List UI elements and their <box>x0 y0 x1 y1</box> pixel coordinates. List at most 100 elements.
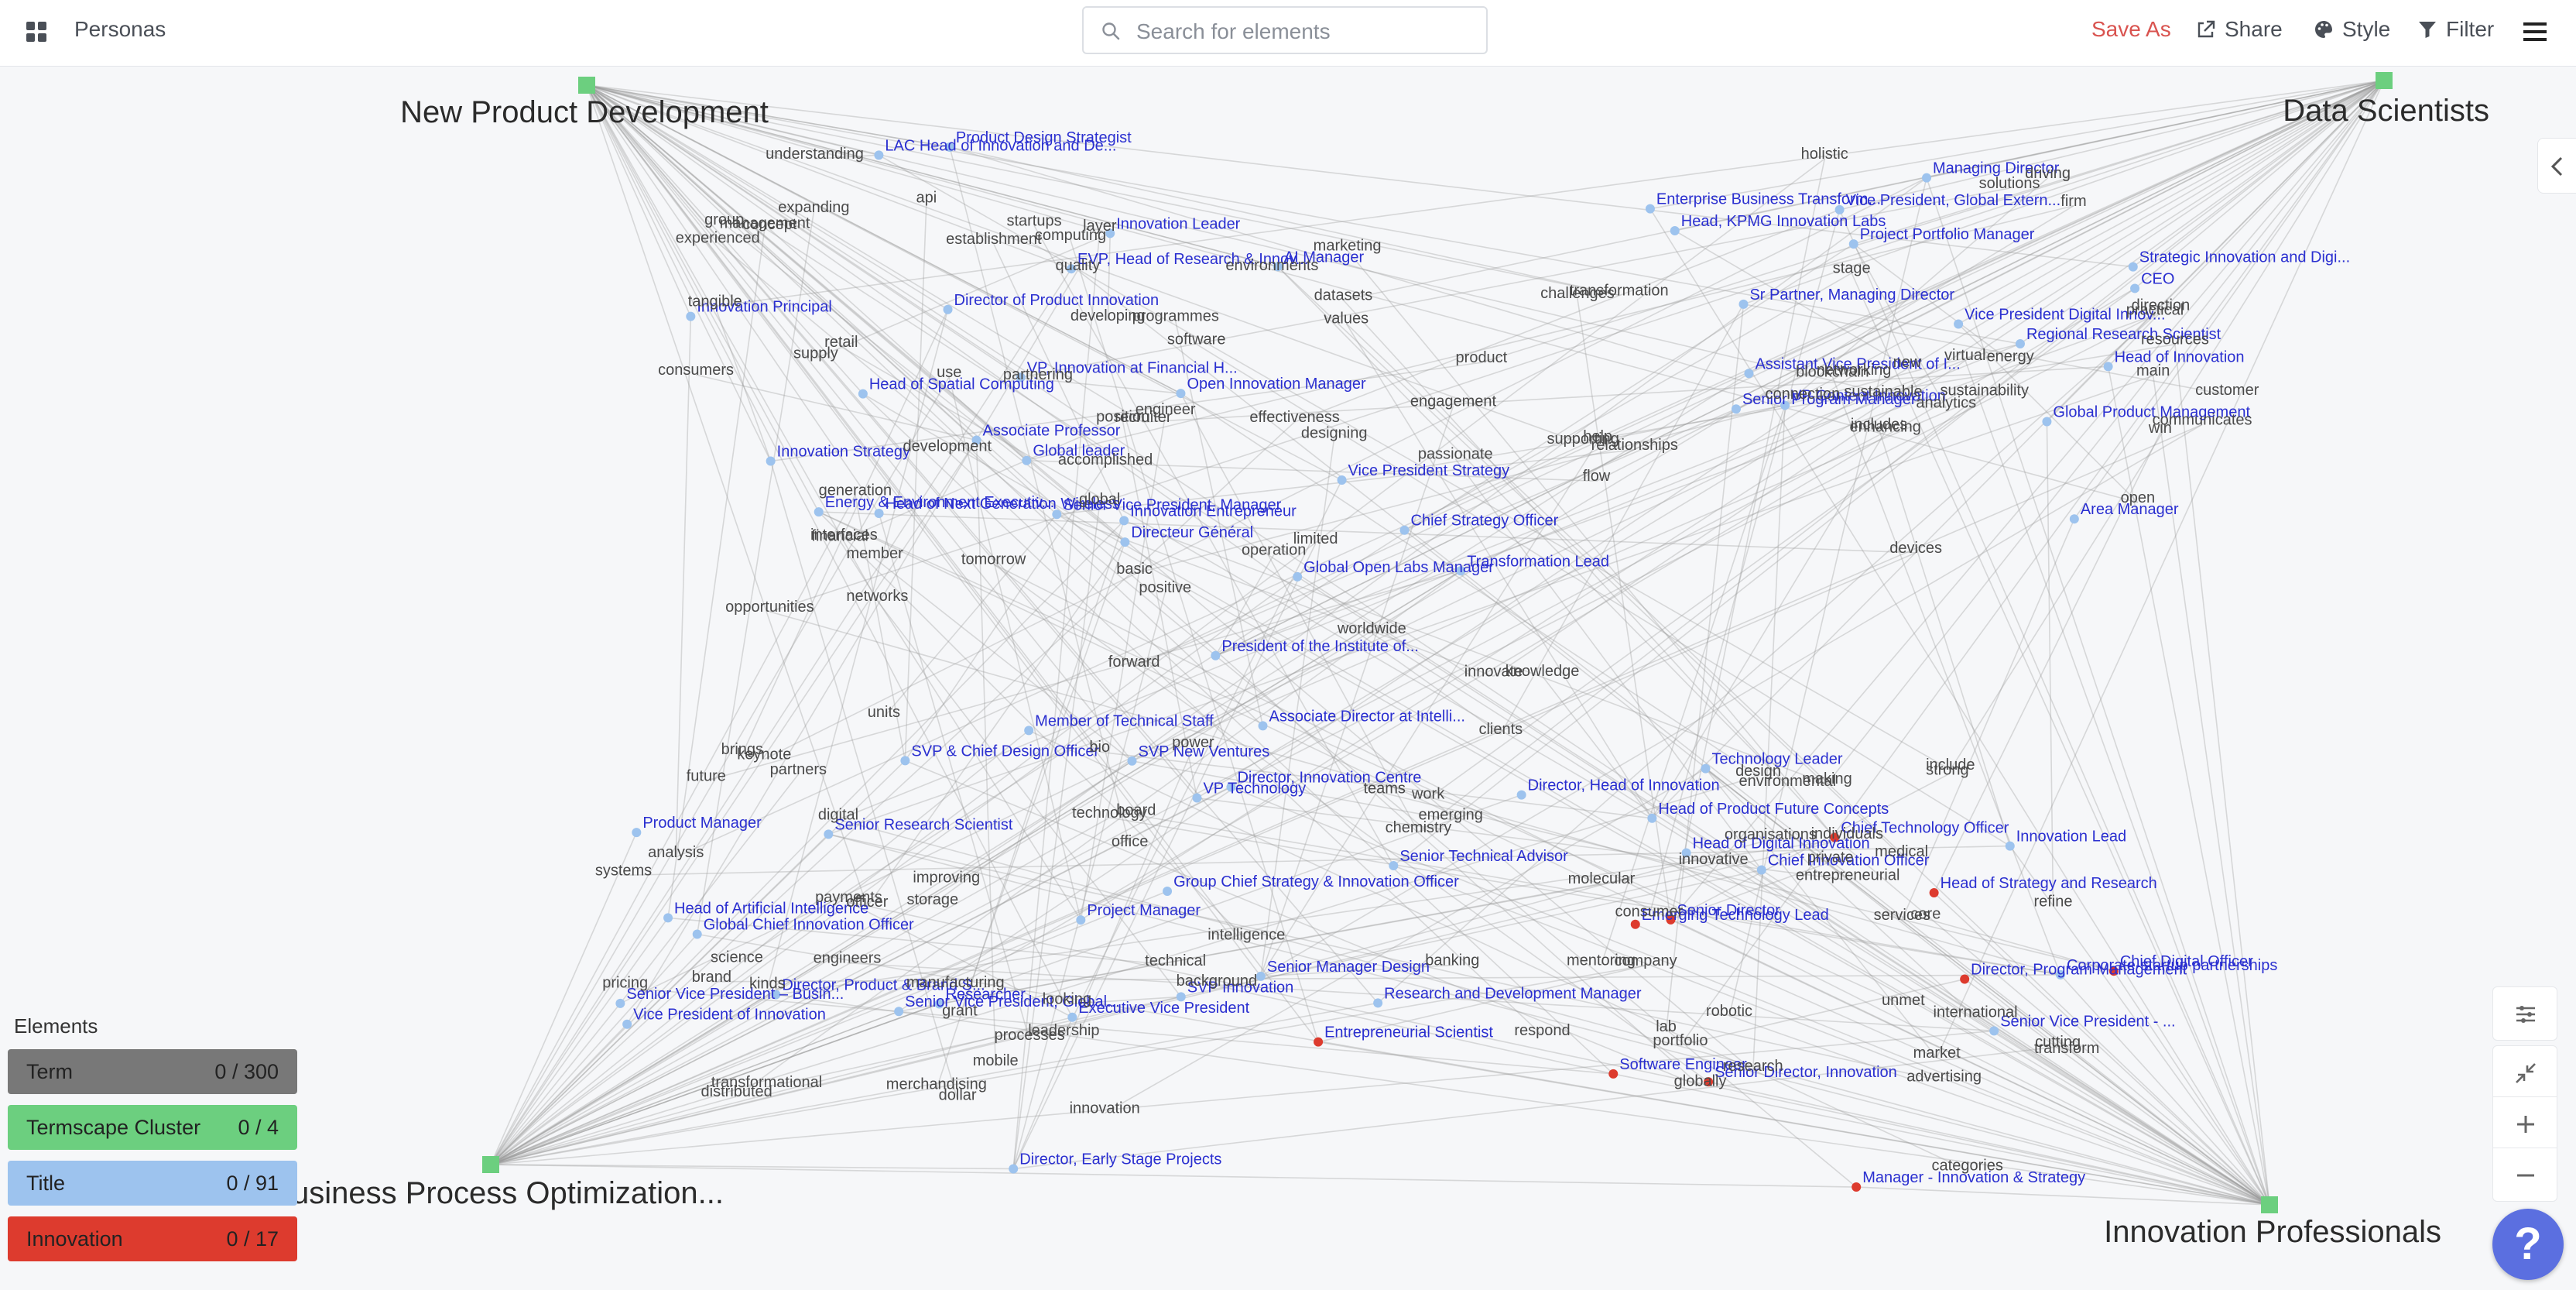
term-label[interactable]: engineers <box>814 950 882 967</box>
term-label[interactable]: solutions <box>1979 175 2040 192</box>
term-label[interactable]: partners <box>770 761 827 778</box>
title-label[interactable]: Senior Research Scientist <box>834 816 1013 833</box>
title-node[interactable] <box>824 829 834 839</box>
title-label[interactable]: Senior Vice President, Global... <box>905 993 1120 1010</box>
innovation-node[interactable] <box>1630 919 1640 929</box>
style-button[interactable]: Style <box>2313 17 2390 42</box>
cluster-label[interactable]: Innovation Professionals <box>2104 1215 2441 1249</box>
term-label[interactable]: looking <box>1043 991 1091 1008</box>
title-label[interactable]: EVP, Head of Research & Innov... <box>1077 251 1308 268</box>
term-label[interactable]: international <box>1934 1004 2018 1021</box>
title-label[interactable]: Strategic Innovation and Digi... <box>2139 249 2350 266</box>
term-label[interactable]: knowledge <box>1506 663 1580 680</box>
title-label[interactable]: Managing Director <box>1933 160 2060 177</box>
term-label[interactable]: cutting <box>2035 1034 2081 1051</box>
term-label[interactable]: financial <box>811 527 868 544</box>
term-label[interactable]: tangible <box>688 293 742 310</box>
search-input[interactable] <box>1135 15 1478 48</box>
title-node[interactable] <box>2069 514 2079 524</box>
title-label[interactable]: Global Product Management <box>2053 403 2250 420</box>
title-label[interactable]: Innovation Principal <box>697 299 832 316</box>
term-label[interactable]: programmes <box>1132 308 1219 325</box>
title-node[interactable] <box>934 999 944 1009</box>
term-label[interactable]: entrepreneurial <box>1796 866 1900 883</box>
title-label[interactable]: Software Engineer <box>1619 1056 1747 1073</box>
term-label[interactable]: marketing <box>1314 237 1382 254</box>
cluster-node[interactable] <box>2376 72 2393 89</box>
term-label[interactable]: kinds <box>749 976 786 993</box>
term-label[interactable]: customer <box>2195 382 2259 399</box>
title-node[interactable] <box>1954 319 1964 329</box>
term-label[interactable]: software <box>1167 331 1226 348</box>
term-label[interactable]: concept <box>742 216 796 233</box>
term-label[interactable]: banking <box>1425 952 1479 969</box>
term-label[interactable]: development <box>903 437 992 455</box>
title-node[interactable] <box>615 998 625 1008</box>
term-label[interactable]: power <box>1172 734 1214 751</box>
title-label[interactable]: Enterprise Business Transform... <box>1656 191 1881 208</box>
term-label[interactable]: computing <box>1035 227 1106 244</box>
title-label[interactable]: Head of Artificial Intelligence <box>674 900 868 917</box>
title-label[interactable]: Senior Manager Design <box>1267 959 1430 976</box>
title-node[interactable] <box>1922 173 1932 183</box>
term-label[interactable]: sustainable <box>1844 383 1922 400</box>
term-label[interactable]: quality <box>1055 257 1100 274</box>
term-label[interactable]: emerging <box>1419 806 1483 823</box>
term-label[interactable]: core <box>1910 906 1941 923</box>
term-label[interactable]: virtual <box>1944 347 1985 364</box>
term-label[interactable]: new <box>1893 354 1922 371</box>
title-label[interactable]: Director, Product & Brand S... <box>782 977 985 994</box>
title-label[interactable]: Regional Research Scientist <box>2026 326 2221 343</box>
title-node[interactable] <box>2042 417 2052 427</box>
title-label[interactable]: Researcher <box>946 986 1026 1003</box>
title-node[interactable] <box>1647 813 1657 823</box>
term-label[interactable]: medical <box>1875 843 1928 860</box>
title-node[interactable] <box>1120 537 1130 547</box>
term-label[interactable]: api <box>916 189 937 206</box>
title-node[interactable] <box>692 929 702 939</box>
title-label[interactable]: Vice President, Global Extern... <box>1846 192 2061 209</box>
term-label[interactable]: improving <box>913 869 980 886</box>
cluster-node[interactable] <box>578 77 595 94</box>
title-node[interactable] <box>1744 369 1754 379</box>
title-node[interactable] <box>894 1007 904 1017</box>
title-node[interactable] <box>663 913 673 923</box>
search-box[interactable] <box>1082 6 1488 54</box>
title-node[interactable] <box>1337 475 1347 485</box>
term-label[interactable]: partnering <box>1003 366 1073 383</box>
title-label[interactable]: Area Manager <box>2081 501 2179 518</box>
term-label[interactable]: stage <box>1833 260 1871 277</box>
term-label[interactable]: group <box>704 211 744 228</box>
innovation-node[interactable] <box>1929 888 1939 898</box>
term-label[interactable]: limited <box>1293 530 1338 547</box>
term-label[interactable]: resources <box>2141 331 2209 348</box>
term-label[interactable]: consumer <box>1615 903 1683 920</box>
title-node[interactable] <box>814 507 824 517</box>
title-label[interactable]: Entrepreneurial Scientist <box>1324 1024 1493 1041</box>
cluster-label[interactable]: New Product Development <box>400 95 769 129</box>
title-node[interactable] <box>1105 228 1115 238</box>
term-label[interactable]: recruiter <box>1115 409 1172 426</box>
term-label[interactable]: systems <box>595 862 652 879</box>
title-label[interactable]: Member of Technical Staff <box>1035 712 1214 729</box>
term-label[interactable]: use <box>937 364 961 381</box>
title-label[interactable]: Senior Director, Innovation <box>1714 1064 1897 1081</box>
term-label[interactable]: open <box>2121 489 2156 506</box>
title-node[interactable] <box>1681 848 1691 858</box>
title-node[interactable] <box>1399 525 1410 535</box>
term-label[interactable]: expanding <box>778 199 849 216</box>
term-label[interactable]: teams <box>1363 780 1405 797</box>
collapse-button[interactable] <box>2492 1045 2557 1100</box>
project-name[interactable]: Personas <box>74 17 166 41</box>
title-label[interactable]: Technology Leader <box>1711 751 1842 768</box>
title-label[interactable]: Head of Strategy and Research <box>1941 875 2157 892</box>
term-label[interactable]: positive <box>1139 579 1191 596</box>
title-node[interactable] <box>874 150 884 160</box>
title-node[interactable] <box>1067 264 1077 274</box>
term-label[interactable]: startups <box>1006 212 1061 229</box>
term-label[interactable]: lab <box>1656 1018 1677 1035</box>
term-label[interactable]: engineer <box>1136 401 1196 418</box>
term-label[interactable]: member <box>846 545 903 562</box>
term-label[interactable]: datasets <box>1314 287 1373 304</box>
title-node[interactable] <box>1989 1026 1999 1036</box>
